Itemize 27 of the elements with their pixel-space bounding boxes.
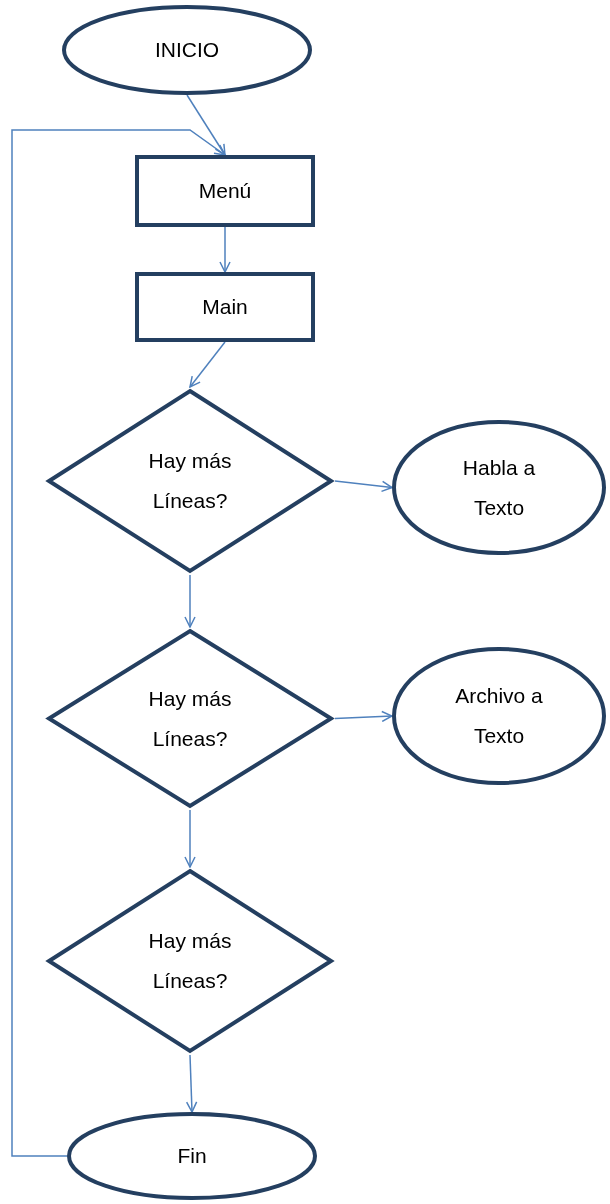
node-label: Fin <box>177 1143 207 1169</box>
arrow <box>186 94 226 156</box>
arrow <box>334 480 393 493</box>
arrow <box>184 574 196 628</box>
node-label: Habla a Texto <box>461 454 537 521</box>
node-label: Hay más Líneas? <box>147 928 233 994</box>
arrow <box>219 226 231 273</box>
terminal-ellipse <box>392 647 606 785</box>
node-label: Hay más Líneas? <box>147 448 233 514</box>
arrow <box>185 1054 198 1113</box>
arrow <box>184 809 196 868</box>
arrow <box>334 710 393 723</box>
terminal-ellipse <box>62 5 312 95</box>
decision-diamond <box>45 867 335 1055</box>
node-label: Menú <box>198 178 252 204</box>
node-label: Main <box>202 294 248 320</box>
decision-diamond <box>45 387 335 575</box>
decision-diamond <box>45 627 335 810</box>
arrow <box>189 341 226 388</box>
node-label: Hay más Líneas? <box>147 685 233 752</box>
process-box <box>135 155 315 227</box>
arrow <box>11 129 226 1157</box>
terminal-ellipse <box>67 1112 317 1200</box>
node-label: INICIO <box>154 37 220 63</box>
process-box <box>135 272 315 342</box>
terminal-ellipse <box>392 420 606 555</box>
node-label: Archivo a Texto <box>454 683 544 749</box>
